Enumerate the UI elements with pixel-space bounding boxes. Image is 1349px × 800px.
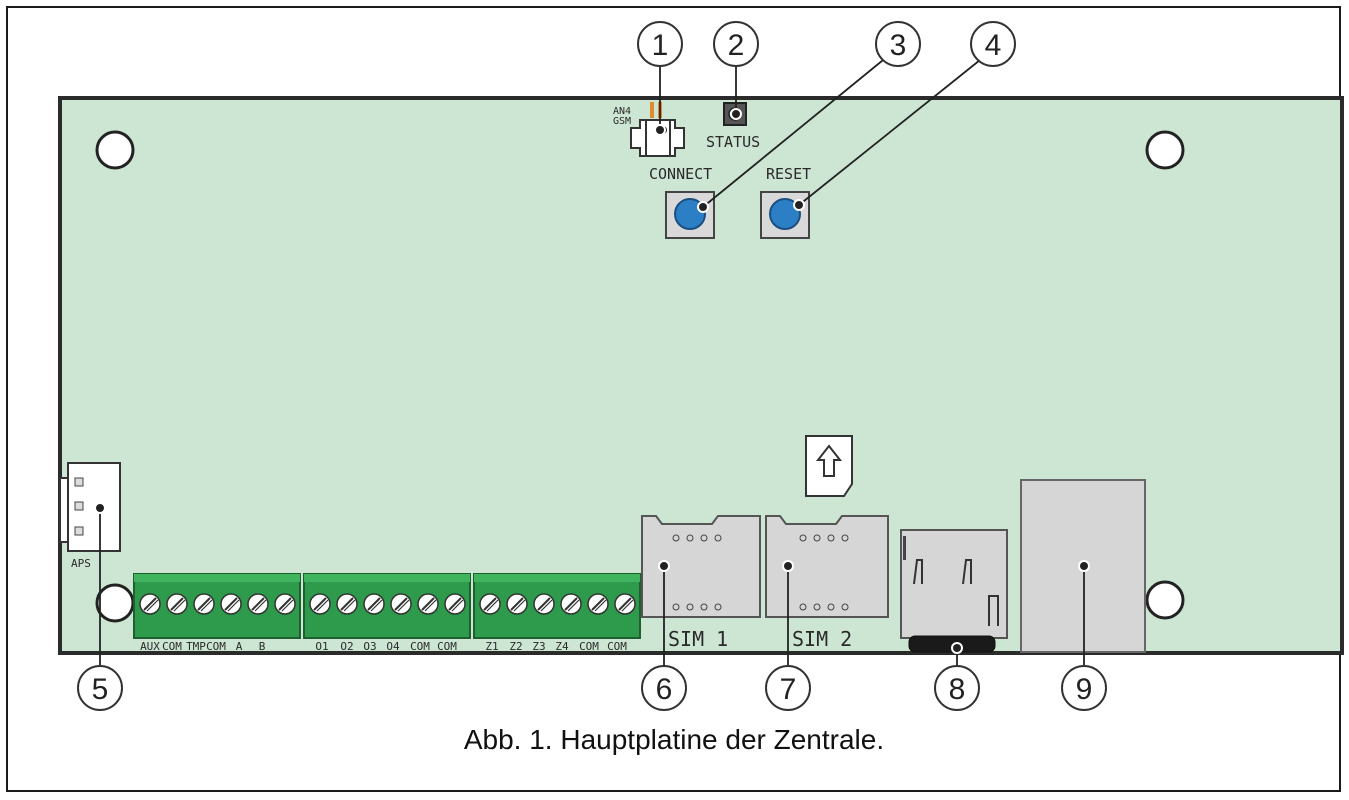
terminal-screw-slot bbox=[451, 599, 464, 612]
callout-2: 2 bbox=[713, 21, 759, 67]
callout-3-number: 3 bbox=[890, 29, 907, 62]
terminal-label: O4 bbox=[386, 640, 400, 653]
terminal-label: Z4 bbox=[555, 640, 569, 653]
terminal-label: COM bbox=[410, 640, 430, 653]
callout-8-number: 8 bbox=[949, 673, 966, 706]
callout-9: 9 bbox=[1061, 665, 1107, 711]
callout-1-number: 1 bbox=[652, 29, 669, 62]
terminal-label: COM bbox=[579, 640, 599, 653]
terminal-label: COM bbox=[437, 640, 457, 653]
terminal-screw-slot bbox=[146, 599, 159, 612]
callout-3: 3 bbox=[875, 21, 921, 67]
terminal-block-2: O1 O2 O3 O4 COM COM bbox=[303, 573, 471, 653]
terminal-label: TMP bbox=[186, 640, 206, 653]
callout-5: 5 bbox=[77, 665, 123, 711]
terminal-screw-slot bbox=[537, 597, 551, 611]
terminal-screw-slot bbox=[281, 599, 294, 612]
terminal-screw-slot bbox=[316, 599, 329, 612]
microsd-slot[interactable] bbox=[900, 529, 1008, 653]
callout-4: 4 bbox=[970, 21, 1016, 67]
reset-label: RESET bbox=[766, 165, 811, 183]
sim2-socket[interactable] bbox=[765, 515, 889, 618]
aps-connector bbox=[59, 462, 121, 552]
terminal-screw-slot bbox=[421, 597, 435, 611]
callout-4-number: 4 bbox=[985, 29, 1002, 62]
callout-2-number: 2 bbox=[728, 29, 745, 62]
terminal-screw-slot bbox=[367, 597, 381, 611]
terminal-label: AUX bbox=[140, 640, 160, 653]
mounting-hole-bottom-right bbox=[1145, 580, 1185, 620]
terminal-block-3: Z1 Z2 Z3 Z4 COM COM bbox=[473, 573, 641, 653]
callout-7-number: 7 bbox=[780, 673, 797, 706]
callout-9-number: 9 bbox=[1076, 673, 1093, 706]
terminal-label: O3 bbox=[363, 640, 376, 653]
terminal-label: O1 bbox=[315, 640, 328, 653]
terminal-label: Z3 bbox=[532, 640, 545, 653]
terminal-screw-slot bbox=[540, 599, 553, 612]
status-label: STATUS bbox=[706, 133, 760, 151]
terminal-screw-slot bbox=[510, 597, 524, 611]
terminal-screw-slot bbox=[591, 597, 605, 611]
terminal-screw-slot bbox=[278, 597, 292, 611]
callout-leaders bbox=[94, 55, 1090, 666]
terminal-screw-slot bbox=[594, 599, 607, 612]
terminal-screw-slot bbox=[618, 597, 632, 611]
terminal-screw-slot bbox=[227, 599, 240, 612]
terminal-screw-slot bbox=[343, 599, 356, 612]
terminal-screw-slot bbox=[394, 597, 408, 611]
sim1-label: SIM 1 bbox=[668, 627, 728, 651]
terminal-label: Z1 bbox=[485, 640, 498, 653]
mounting-hole-bottom-left bbox=[95, 583, 135, 623]
terminal-label: COM bbox=[162, 640, 182, 653]
aps-label: APS bbox=[71, 557, 91, 570]
terminal-screw-slot bbox=[448, 597, 462, 611]
terminal-screw-slot bbox=[621, 599, 634, 612]
terminal-screw-slot bbox=[143, 597, 157, 611]
terminal-screw-slot bbox=[397, 599, 410, 612]
terminal-label: COM bbox=[206, 640, 226, 653]
terminal-label: B bbox=[259, 640, 266, 653]
mounting-hole-top-left bbox=[95, 130, 135, 170]
sim2-label: SIM 2 bbox=[792, 627, 852, 651]
terminal-label: Z2 bbox=[509, 640, 522, 653]
terminal-screw-slot bbox=[197, 597, 211, 611]
terminal-screw-slot bbox=[567, 599, 580, 612]
terminal-screw-slot bbox=[254, 599, 267, 612]
terminal-screw-slot bbox=[340, 597, 354, 611]
callout-6: 6 bbox=[641, 665, 687, 711]
sim1-socket[interactable] bbox=[641, 515, 761, 618]
terminal-screw-slot bbox=[173, 599, 186, 612]
terminal-screw-slot bbox=[424, 599, 437, 612]
terminal-screw-slot bbox=[564, 597, 578, 611]
callout-6-number: 6 bbox=[656, 673, 673, 706]
terminal-label: O2 bbox=[340, 640, 353, 653]
callout-7: 7 bbox=[765, 665, 811, 711]
terminal-label: COM bbox=[607, 640, 627, 653]
callout-5-number: 5 bbox=[92, 673, 109, 706]
terminal-screw-slot bbox=[483, 597, 497, 611]
terminal-screw-slot bbox=[370, 599, 383, 612]
connect-label: CONNECT bbox=[649, 165, 712, 183]
terminal-screw-slot bbox=[313, 597, 327, 611]
antenna-label-line2: GSM bbox=[613, 116, 631, 127]
terminal-screw-slot bbox=[200, 599, 213, 612]
mounting-hole-top-right bbox=[1145, 130, 1185, 170]
sim-insert-arrow-icon bbox=[805, 435, 853, 497]
figure-caption: Abb. 1. Hauptplatine der Zentrale. bbox=[464, 724, 884, 755]
terminal-screw-slot bbox=[170, 597, 184, 611]
terminal-label: A bbox=[236, 640, 243, 653]
antenna-label-line1: AN4 bbox=[613, 106, 631, 117]
terminal-screw-slot bbox=[486, 599, 499, 612]
callout-1: 1 bbox=[637, 21, 683, 67]
terminal-screw-slot bbox=[251, 597, 265, 611]
terminal-screw-slot bbox=[224, 597, 238, 611]
callout-8: 8 bbox=[934, 665, 980, 711]
terminal-screw-slot bbox=[513, 599, 526, 612]
